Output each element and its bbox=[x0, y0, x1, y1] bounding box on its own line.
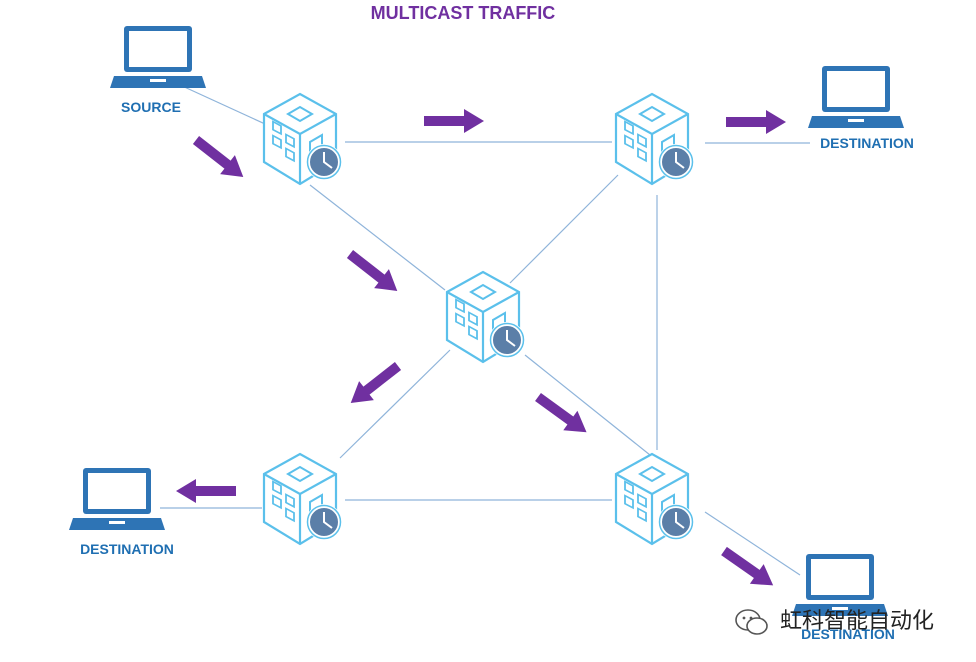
destination-label: DESTINATION bbox=[801, 626, 895, 642]
flow-arrow bbox=[530, 387, 594, 442]
watermark: 虹科智能自动化 bbox=[735, 609, 934, 635]
network-links bbox=[160, 84, 810, 576]
diagram-title: MULTICAST TRAFFIC bbox=[371, 3, 556, 23]
router-icon bbox=[262, 452, 344, 546]
flow-arrow bbox=[188, 130, 251, 187]
flow-arrow bbox=[176, 479, 236, 503]
router-icon bbox=[614, 452, 696, 546]
watermark-text: 虹科智能自动化 bbox=[780, 609, 934, 634]
laptop-icon bbox=[110, 26, 206, 88]
flow-arrow bbox=[343, 356, 406, 413]
laptop-icon bbox=[69, 468, 165, 530]
destination-label: DESTINATION bbox=[80, 541, 174, 557]
laptop-icon bbox=[792, 554, 888, 616]
router-icon bbox=[445, 270, 527, 364]
destination-label: DESTINATION bbox=[820, 135, 914, 151]
flow-arrow bbox=[717, 541, 781, 596]
router-icon bbox=[262, 92, 344, 186]
flow-arrow bbox=[424, 109, 484, 133]
flow-arrow bbox=[726, 110, 786, 134]
wechat-icon bbox=[735, 609, 768, 635]
laptop-icon bbox=[808, 66, 904, 128]
flow-arrow bbox=[342, 244, 405, 301]
router-icon bbox=[614, 92, 696, 186]
source-label: SOURCE bbox=[121, 99, 181, 115]
